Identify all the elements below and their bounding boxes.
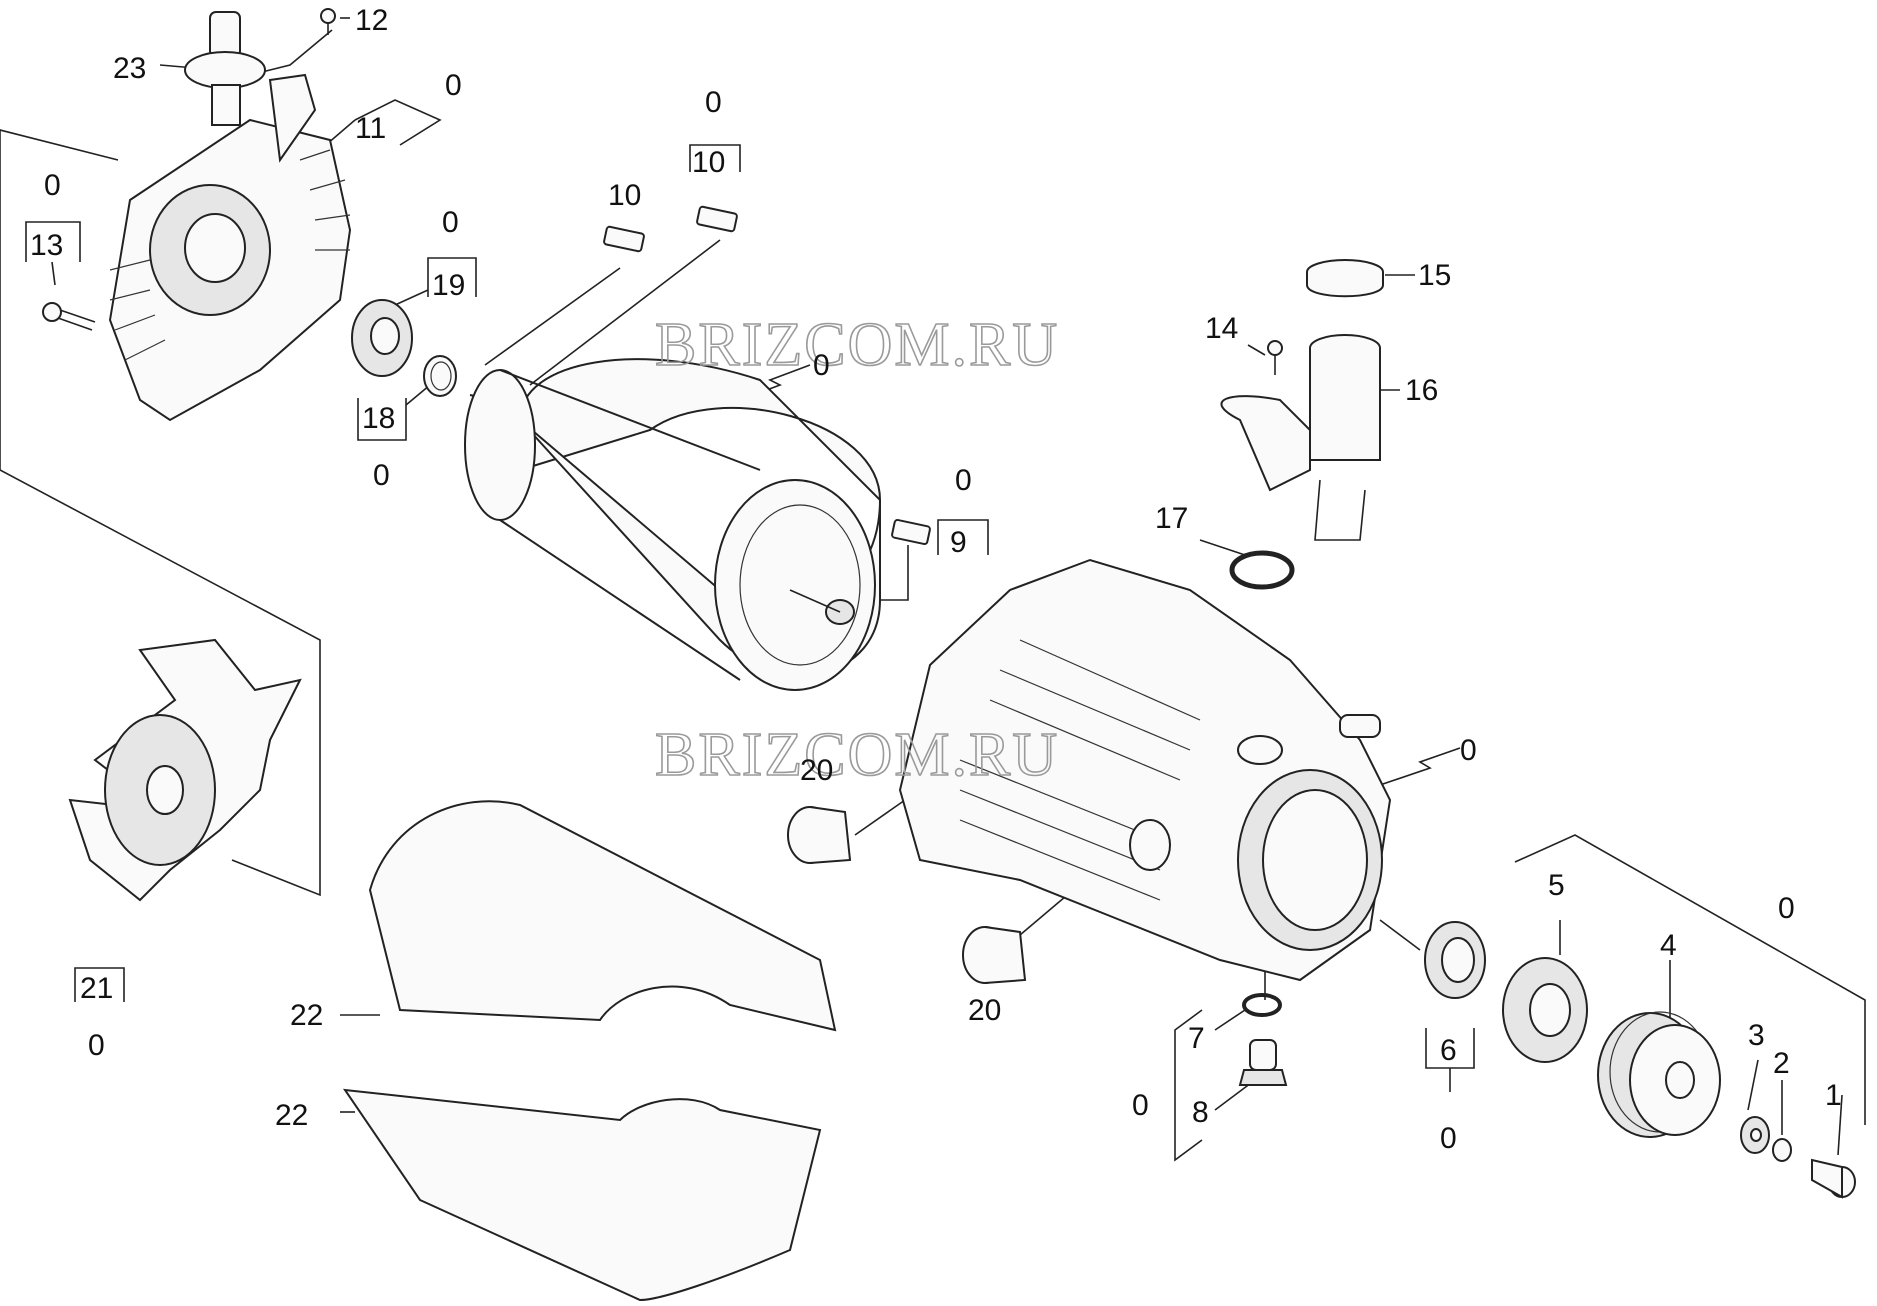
label-18-qty: 0 [373,459,390,492]
part-23-connector [184,11,266,126]
part-17-oring [1229,550,1295,590]
watermark-top: BRIZCOM.RU [655,311,1059,379]
label-4: 4 [1660,929,1677,962]
label-16: 16 [1405,374,1438,407]
label-20-upper: 20 [800,754,833,787]
label-13: 13 [30,229,63,262]
label-10-qty: 0 [705,86,722,119]
part-6-seal [1424,921,1486,999]
label-15: 15 [1418,259,1451,292]
part-8-plug [1238,1039,1288,1086]
label-10-left: 10 [608,179,641,212]
label-9: 9 [950,526,967,559]
label-21-qty: 0 [88,1029,105,1062]
part-20-valve-lower [962,926,1027,984]
part-14-screw [1267,340,1283,375]
part-18-ring [423,355,457,397]
label-7-8-qty: 0 [1132,1089,1149,1122]
label-22-lower: 22 [275,1099,308,1132]
label-13-qty: 0 [44,169,61,202]
part-labels: 23 12 11 0 0 13 0 19 18 0 10 0 10 0 15 1… [30,4,1842,1155]
part-13-screw [42,302,96,331]
part-20-valve-upper [787,806,852,864]
part-1-bolt [1811,1158,1856,1199]
label-19: 19 [432,269,465,302]
label-motor-qty: 0 [813,349,830,382]
part-22-shroud-lower [342,1088,822,1302]
label-19-qty: 0 [442,206,459,239]
part-22-shroud-upper [368,800,837,1032]
label-6-qty: 0 [1440,1122,1457,1155]
part-2-washer [1772,1138,1792,1162]
label-14: 14 [1205,312,1238,345]
label-11-qty: 0 [445,69,462,102]
label-12: 12 [355,4,388,37]
label-23: 23 [113,52,146,85]
label-5: 5 [1548,869,1565,902]
label-set-qty: 0 [1778,892,1795,925]
part-motor-stator [464,358,882,691]
part-12-screw [320,8,336,35]
part-11-flange [108,73,352,422]
label-21: 21 [80,972,113,1005]
part-10-keys [603,205,738,253]
part-9-key [891,519,931,545]
label-20-lower: 20 [968,994,1001,1027]
part-7-oring [1242,993,1282,1017]
label-9-qty: 0 [955,464,972,497]
part-3-washer [1740,1116,1770,1154]
label-8: 8 [1192,1096,1209,1129]
label-6: 6 [1440,1034,1457,1067]
part-16-chamber [1220,334,1381,541]
part-4-pulley [1597,1011,1721,1138]
label-7: 7 [1188,1022,1205,1055]
watermark-middle: BRIZCOM.RU [655,721,1059,789]
part-21-fan [68,638,302,902]
label-17: 17 [1155,502,1188,535]
leader-lines [0,17,1866,1162]
label-housing-qty: 0 [1460,734,1477,767]
part-19-bearing [351,299,413,377]
label-11: 11 [355,112,386,145]
label-10-right: 10 [692,146,725,179]
label-1: 1 [1825,1079,1842,1112]
label-18: 18 [362,402,395,435]
part-15-cap [1306,259,1384,298]
part-pump-housing [898,558,1392,982]
part-5-bearing [1502,957,1588,1063]
label-2: 2 [1773,1047,1790,1080]
label-3: 3 [1748,1019,1765,1052]
label-22-upper: 22 [290,999,323,1032]
